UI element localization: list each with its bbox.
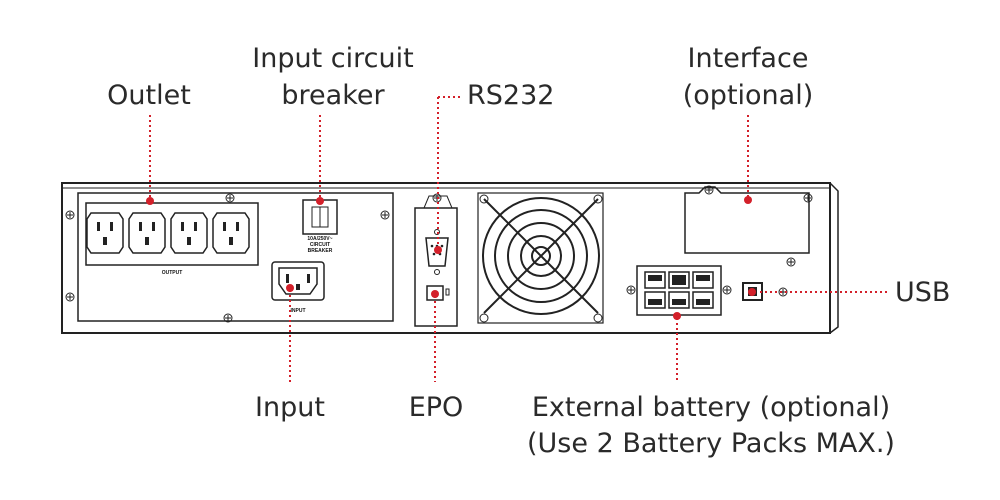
screw-icon [223, 313, 233, 323]
outlet-socket-1 [86, 212, 124, 254]
screw-icon [786, 257, 796, 267]
interface-slot [684, 185, 813, 267]
screw-icon [479, 194, 489, 204]
screw-icon [704, 185, 714, 195]
screw-icon [225, 193, 235, 203]
outlet-plate [65, 192, 394, 323]
label-input-circuit-breaker-line1: Input circuit [252, 43, 413, 74]
screw-icon [803, 193, 813, 203]
label-epo: EPO [409, 392, 464, 423]
callout-leaders [146, 96, 888, 382]
label-usb: USB [895, 277, 950, 308]
screw-icon [479, 313, 489, 323]
label-outlet: Outlet [107, 80, 191, 111]
external-battery-connector [626, 265, 732, 316]
ac-input-socket: INPUT [271, 261, 325, 314]
screw-icon [65, 210, 75, 220]
label-input-circuit-breaker-line2: breaker [281, 80, 385, 111]
epo-port [426, 285, 450, 301]
cooling-fan-icon [477, 192, 604, 324]
breaker-marking-2: CIRCUIT [310, 242, 330, 248]
screw-icon [722, 285, 732, 295]
label-rs232: RS232 [467, 80, 554, 111]
breaker-marking-3: BREAKER [308, 248, 333, 254]
label-external-battery-line1: External battery (optional) [532, 392, 890, 423]
outlet-socket-2 [128, 212, 166, 254]
label-input: Input [255, 392, 325, 423]
screw-icon [626, 285, 636, 295]
label-interface-line2: (optional) [683, 80, 814, 111]
output-outlets: OUTPUT [85, 202, 259, 276]
breaker-marking-1: 10A/250V~ [307, 236, 332, 242]
screw-icon [65, 292, 75, 302]
screw-icon [593, 313, 603, 323]
circuit-breaker: 10A/250V~ CIRCUIT BREAKER [302, 199, 338, 254]
ups-chassis [61, 182, 839, 334]
label-interface-line1: Interface [688, 43, 809, 74]
label-external-battery-line2: (Use 2 Battery Packs MAX.) [527, 428, 895, 459]
outlet-socket-3 [170, 212, 208, 254]
screw-icon [593, 194, 603, 204]
output-marking: OUTPUT [162, 270, 183, 276]
outlet-socket-4 [212, 212, 250, 254]
input-marking: INPUT [291, 308, 306, 314]
screw-icon [380, 210, 390, 220]
